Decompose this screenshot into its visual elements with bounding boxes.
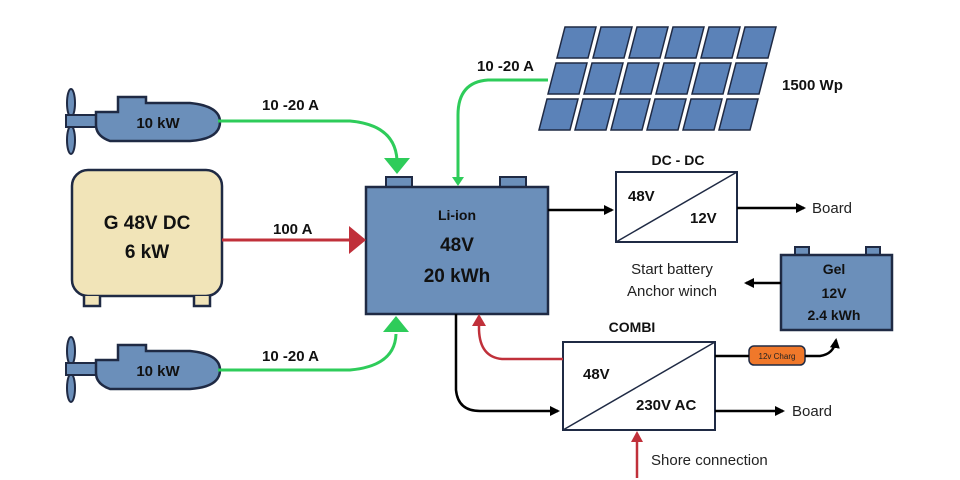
combi-output-voltage: 230V AC [636, 397, 696, 414]
start-battery-label: Start battery [631, 261, 713, 278]
solar-cell [610, 98, 651, 131]
combi-board-label: Board [792, 403, 832, 420]
electric-motor-top: 10 kW [65, 88, 222, 155]
dcdc-input-voltage: 48V [628, 188, 655, 205]
solar-cell [583, 62, 624, 95]
solar-cell [619, 62, 660, 95]
solar-current: 10 -20 A [477, 58, 534, 75]
solar-cell [628, 26, 669, 59]
motor-bottom-current: 10 -20 A [262, 348, 319, 365]
charger-to-gel-line [805, 338, 840, 358]
shore-connection-label: Shore connection [651, 452, 768, 469]
dcdc-board-label: Board [812, 200, 852, 217]
motor-top-feed-line [218, 119, 399, 161]
solar-cell [691, 62, 732, 95]
battery-to-combi-line [454, 314, 560, 416]
solar-cell [556, 26, 597, 59]
solar-cell [718, 98, 759, 131]
generator-current: 100 A [273, 221, 313, 238]
battery-voltage: 48V [440, 235, 474, 256]
charger-12v: 12v Charg [748, 345, 806, 366]
dcdc-converter: DC - DC 48V 12V [615, 152, 738, 243]
main-battery: Li-ion 48V 20 kWh [364, 176, 550, 316]
solar-feed-line [456, 78, 548, 178]
combi-inverter: COMBI 48V 230V AC [562, 319, 716, 431]
gel-title: Gel [823, 261, 846, 277]
electric-motor-bottom: 10 kW [65, 336, 222, 403]
solar-cell [664, 26, 705, 59]
charger-label: 12v Charg [759, 352, 796, 361]
dc-generator: G 48V DC 6 kW [70, 168, 224, 308]
solar-cell [592, 26, 633, 59]
gel-battery: Gel 12V 2.4 kWh [779, 246, 894, 332]
red-arrowhead [472, 314, 486, 326]
battery-chemistry: Li-ion [438, 207, 476, 223]
combi-input-voltage: 48V [583, 366, 610, 383]
battery-capacity: 20 kWh [424, 266, 491, 287]
generator-type: G 48V DC [104, 213, 191, 234]
dcdc-output-voltage: 12V [690, 210, 717, 227]
solar-cell [736, 26, 777, 59]
solar-cell [574, 98, 615, 131]
solar-cell [727, 62, 768, 95]
solar-cell [538, 98, 579, 131]
motor-bottom-feed-line [218, 333, 398, 372]
dcdc-title: DC - DC [652, 152, 705, 168]
red-arrowhead [631, 431, 643, 442]
green-arrowhead [383, 316, 409, 332]
solar-cell [682, 98, 723, 131]
solar-cell [655, 62, 696, 95]
motor-bottom-power: 10 kW [136, 363, 180, 380]
solar-panel [538, 26, 777, 131]
red-arrowhead [349, 226, 366, 254]
propeller-icon [65, 336, 99, 403]
motor-top-power: 10 kW [136, 115, 180, 132]
solar-power-label: 1500 Wp [782, 77, 843, 94]
generator-power: 6 kW [125, 242, 169, 263]
anchor-winch-label: Anchor winch [627, 283, 717, 300]
propeller-icon [65, 88, 99, 155]
green-arrowhead [384, 158, 410, 174]
gel-capacity: 2.4 kWh [808, 307, 861, 323]
motor-top-current: 10 -20 A [262, 97, 319, 114]
solar-cell [547, 62, 588, 95]
solar-cell [700, 26, 741, 59]
green-arrowhead [452, 177, 464, 186]
gel-voltage: 12V [822, 285, 848, 301]
combi-title: COMBI [609, 319, 656, 335]
combi-to-battery-line [477, 323, 563, 361]
solar-cell [646, 98, 687, 131]
